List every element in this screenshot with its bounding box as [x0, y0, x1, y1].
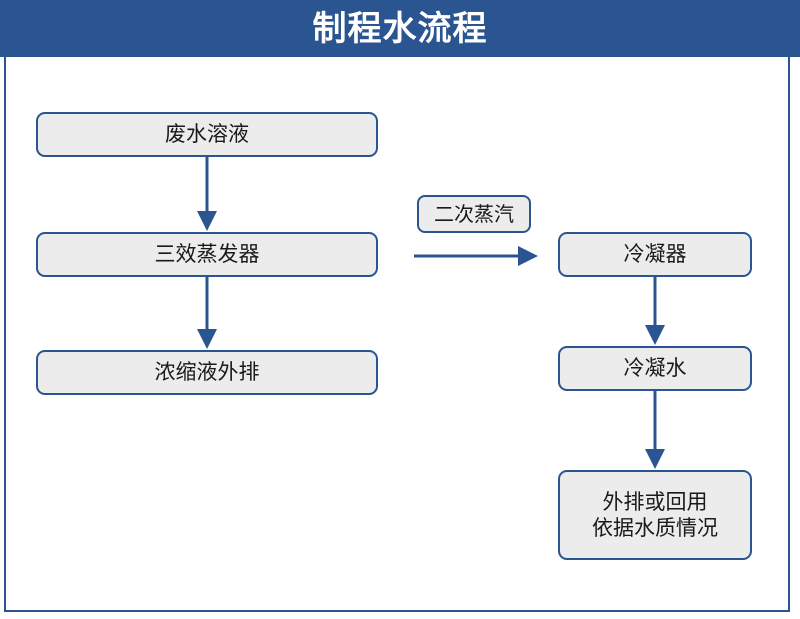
flow-node-secondary-steam[interactable]: 二次蒸汽 [417, 195, 531, 233]
flow-node-discharge-or-reuse[interactable]: 外排或回用 依据水质情况 [558, 470, 752, 560]
flow-node-evaporator[interactable]: 三效蒸发器 [36, 232, 378, 277]
flow-node-condensate[interactable]: 冷凝水 [558, 346, 752, 391]
title-banner: 制程水流程 [0, 0, 800, 57]
arrow-wastewater-to-evaporator [190, 157, 224, 232]
arrow-evaporator-to-condenser [412, 244, 542, 268]
page-title: 制程水流程 [312, 8, 488, 49]
flow-node-condenser[interactable]: 冷凝器 [558, 232, 752, 277]
flow-node-wastewater[interactable]: 废水溶液 [36, 112, 378, 157]
flow-node-concentrate-discharge[interactable]: 浓缩液外排 [36, 350, 378, 395]
arrow-condenser-to-condensate [638, 277, 672, 346]
arrow-condensate-to-outlet [638, 391, 672, 470]
arrow-evaporator-to-concentrate [190, 277, 224, 350]
